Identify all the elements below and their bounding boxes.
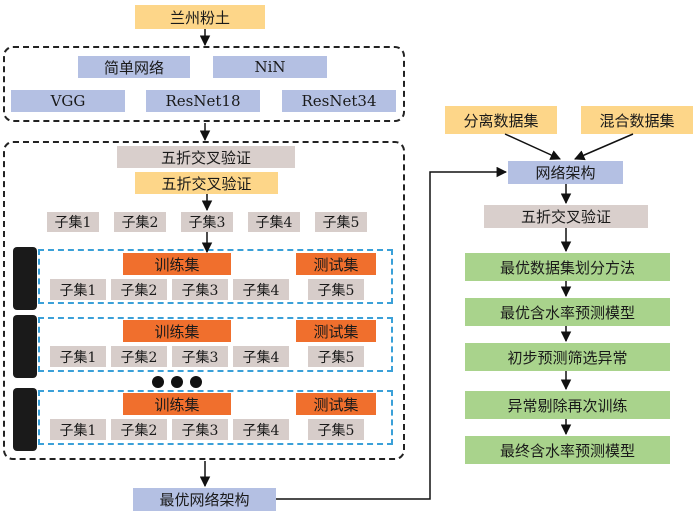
fold-3-test-label: 测试集 <box>296 393 376 415</box>
arrow <box>504 133 561 160</box>
ellipsis-dot <box>171 376 183 388</box>
model-group <box>3 46 405 122</box>
fold-2-cell-2: 子集2 <box>111 346 167 367</box>
arrow <box>276 166 508 500</box>
fold-1-test-label: 测试集 <box>296 253 376 275</box>
fold-2-train-label: 训练集 <box>123 320 231 342</box>
step-4: 异常剔除再次训练 <box>465 391 670 419</box>
fold-2-test-label: 测试集 <box>296 320 376 342</box>
fold-3-cell-1: 子集1 <box>50 419 106 440</box>
fold-3 <box>38 390 393 445</box>
fold-3-cell-5: 子集5 <box>308 419 364 440</box>
input-mixed: 混合数据集 <box>581 106 693 134</box>
subset-2: 子集2 <box>114 212 166 232</box>
fold-1-cell-3: 子集3 <box>172 279 228 300</box>
fold-1-cell-4: 子集4 <box>233 279 289 300</box>
fold-marker-1 <box>13 247 37 310</box>
fold-1-train-label: 训练集 <box>123 253 231 275</box>
model-resnet34: ResNet34 <box>282 90 396 112</box>
cv-group <box>3 141 405 460</box>
fold-1 <box>38 249 393 304</box>
fold-3-cell-3: 子集3 <box>172 419 228 440</box>
model-vgg: VGG <box>11 90 125 112</box>
fold-3-train-label: 训练集 <box>123 393 231 415</box>
model-resnet18: ResNet18 <box>146 90 260 112</box>
subset-1: 子集1 <box>47 212 99 232</box>
ellipsis-dot <box>190 376 202 388</box>
subset-3: 子集3 <box>181 212 233 232</box>
cv-label-yellow: 五折交叉验证 <box>135 172 278 194</box>
fold-3-cell-2: 子集2 <box>111 419 167 440</box>
ellipsis-dot <box>152 376 164 388</box>
step-3: 初步预测筛选异常 <box>465 343 670 371</box>
fold-2-cell-3: 子集3 <box>172 346 228 367</box>
arrow <box>574 133 634 161</box>
step-2: 最优含水率预测模型 <box>465 298 670 326</box>
subset-4: 子集4 <box>248 212 300 232</box>
cv-label-gray: 五折交叉验证 <box>117 146 295 168</box>
model-nin: NiN <box>213 56 327 78</box>
fold-2-cell-1: 子集1 <box>50 346 106 367</box>
soil-node: 兰州粉土 <box>135 5 265 29</box>
fold-2 <box>38 317 393 372</box>
fold-2-cell-5: 子集5 <box>308 346 364 367</box>
fold-1-cell-1: 子集1 <box>50 279 106 300</box>
step-1: 最优数据集划分方法 <box>465 253 670 281</box>
fold-1-cell-5: 子集5 <box>308 279 364 300</box>
right-cv-node: 五折交叉验证 <box>484 205 648 228</box>
fold-3-cell-4: 子集4 <box>233 419 289 440</box>
input-separated: 分离数据集 <box>445 106 557 134</box>
model-simple-net: 简单网络 <box>78 56 190 78</box>
fold-marker-3 <box>13 388 37 451</box>
best-arch-node: 最优网络架构 <box>133 488 276 511</box>
arch-node: 网络架构 <box>508 161 623 184</box>
subset-5: 子集5 <box>315 212 367 232</box>
fold-2-cell-4: 子集4 <box>233 346 289 367</box>
fold-1-cell-2: 子集2 <box>111 279 167 300</box>
fold-marker-2 <box>13 315 37 378</box>
step-5: 最终含水率预测模型 <box>465 436 670 464</box>
